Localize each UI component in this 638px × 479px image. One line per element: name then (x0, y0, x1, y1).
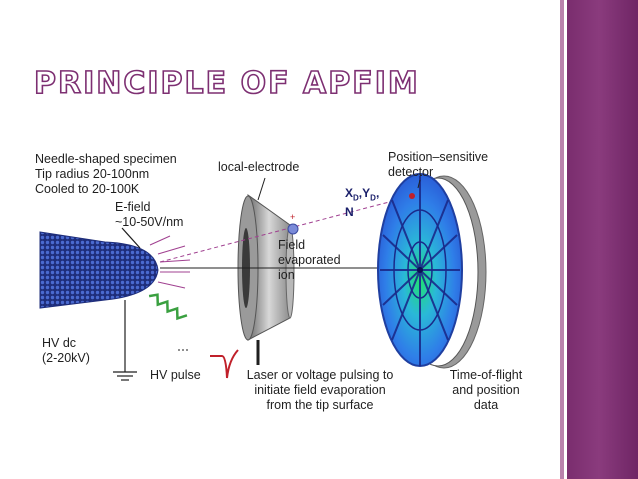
detector-label: Position–sensitive detector (388, 150, 488, 180)
slide-title: PRINCIPLE OF APFIM (33, 65, 420, 102)
detector-face (377, 173, 463, 367)
coord-y-sub: D (370, 193, 376, 203)
field-arrow (121, 227, 141, 249)
pulsing-label-line: initiate field evaporation (254, 383, 386, 397)
pulsing-label: Laser or voltage pulsing to initiate fie… (228, 368, 412, 413)
hv-pulse-label: HV pulse (150, 368, 201, 382)
coord-n: N (345, 205, 354, 220)
efield-label-line: ~10-50V/nm (115, 215, 184, 229)
sidebar-decoration (567, 0, 638, 479)
specimen-label-line: Cooled to 20-100K (35, 182, 140, 196)
ion-label-line: ion (278, 268, 295, 282)
ion-trajectory (159, 195, 413, 263)
coord-x: X (345, 186, 354, 200)
coord-x-sub: D (353, 193, 359, 203)
hv-pulse-shape (210, 349, 239, 379)
efield-label-line: E-field (115, 200, 151, 214)
electrode-label: local-electrode (218, 160, 300, 174)
laser-wave (148, 293, 188, 321)
field-lines (149, 235, 191, 289)
efield-label: E-field ~10-50V/nm (115, 200, 183, 230)
ion-label: Field evaporated ion (278, 238, 341, 283)
tof-label-line: Time-of-flight (449, 368, 523, 382)
tof-label-line: data (473, 398, 499, 412)
specimen-label-line: Tip radius 20-100nm (35, 167, 150, 181)
hv-dc-label-line: (2-20kV) (42, 351, 90, 365)
detector-label-line: Position–sensitive (388, 150, 489, 164)
ion-label-line: Field (278, 238, 306, 252)
sidebar-stripe (560, 0, 564, 479)
specimen-label: Needle-shaped specimen Tip radius 20-100… (35, 152, 177, 197)
pulsing-label-line: from the tip surface (266, 398, 374, 412)
detector-pointer (417, 179, 421, 189)
pulsing-label-line: Laser or voltage pulsing to (246, 368, 394, 382)
specimen-needle (39, 231, 159, 309)
hv-dc-circuit (113, 300, 137, 381)
coord-y: Y (362, 186, 371, 200)
hv-dc-label-line: HV dc (42, 336, 77, 350)
tof-label-line: and position (452, 383, 520, 397)
specimen-label-line: Needle-shaped specimen (35, 152, 177, 166)
evaporated-ion (287, 223, 299, 235)
ion-label-line: evaporated (278, 253, 341, 267)
hv-dc-label: HV dc (2-20kV) (42, 336, 90, 366)
tof-label: Time-of-flight and position data (436, 368, 536, 413)
detector-label-line: detector (388, 165, 434, 179)
svg-text:+: + (290, 212, 295, 222)
coordinates-label: XD,YD, N (345, 186, 380, 220)
electrode-pointer (257, 177, 266, 201)
